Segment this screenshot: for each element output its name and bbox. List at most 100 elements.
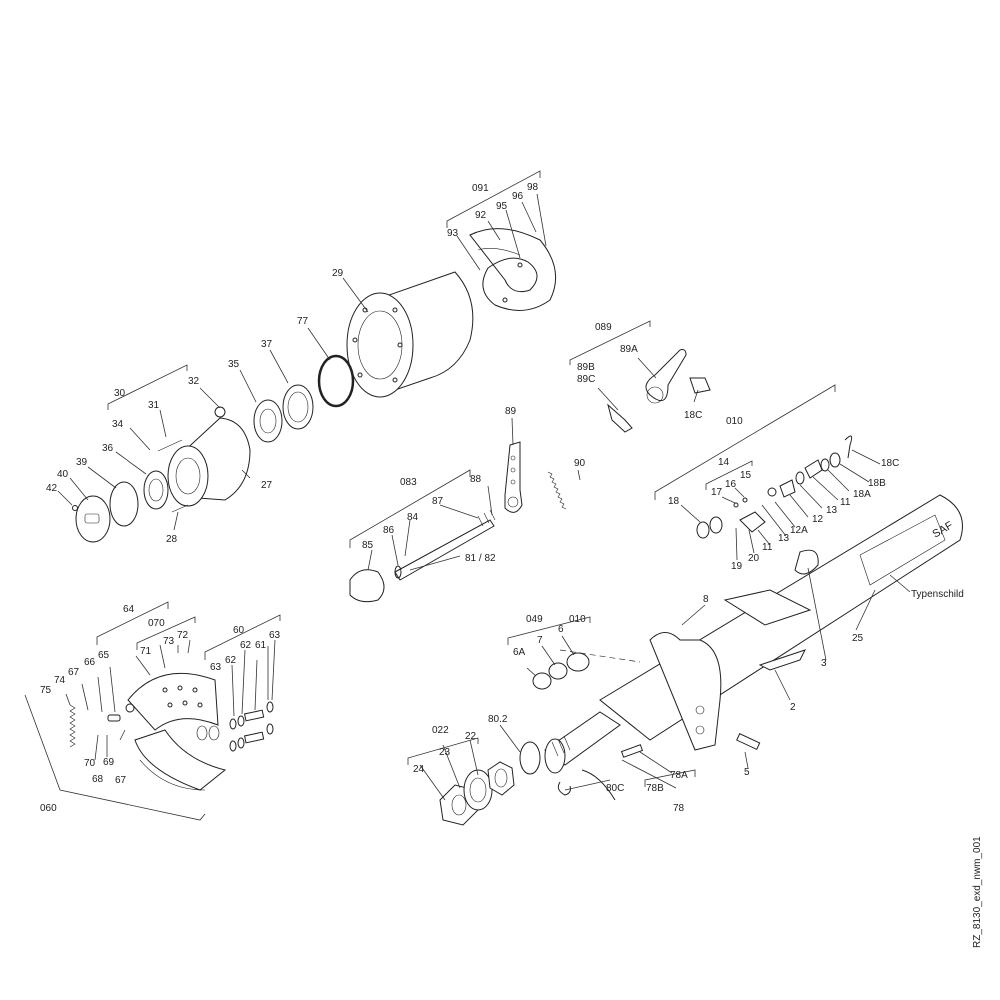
seal-ring xyxy=(317,354,355,408)
label-65: 65 xyxy=(98,650,110,661)
label-78B: 78B xyxy=(646,783,664,794)
label-67-a: 67 xyxy=(68,667,80,678)
label-091: 091 xyxy=(472,183,489,194)
label-010-a: 010 xyxy=(726,416,743,427)
label-3: 3 xyxy=(821,658,827,669)
label-72: 72 xyxy=(177,630,189,641)
bracket-14 xyxy=(705,460,753,490)
label-66: 66 xyxy=(84,657,96,668)
label-5: 5 xyxy=(744,767,750,778)
label-18C-a: 18C xyxy=(684,410,702,421)
label-089: 089 xyxy=(595,322,612,333)
assembly-brackets xyxy=(24,170,836,821)
label-88: 88 xyxy=(470,474,482,485)
pin-66 xyxy=(107,714,121,722)
label-61: 61 xyxy=(255,640,267,651)
label-31: 31 xyxy=(148,400,160,411)
slack-adjuster xyxy=(607,349,711,433)
bracket-070 xyxy=(136,616,196,650)
label-35: 35 xyxy=(228,359,240,370)
label-62-b: 62 xyxy=(225,655,237,666)
brake-shoe-lower xyxy=(134,729,227,791)
label-7: 7 xyxy=(537,635,543,646)
label-74: 74 xyxy=(54,675,66,686)
lock-pins-78 xyxy=(581,744,644,801)
label-060: 060 xyxy=(40,803,57,814)
gasket-39 xyxy=(109,481,139,527)
label-81-82: 81 / 82 xyxy=(465,553,496,564)
axle-nut-set xyxy=(439,741,571,826)
label-30: 30 xyxy=(114,388,126,399)
nameplate-label: Typenschild xyxy=(911,589,964,600)
label-13-a: 13 xyxy=(826,505,838,516)
label-70: 70 xyxy=(84,758,96,769)
label-40: 40 xyxy=(57,469,69,480)
label-18B: 18B xyxy=(868,478,886,489)
part-labels: 091 98 96 95 92 93 29 77 37 35 32 30 31 … xyxy=(40,182,964,814)
label-6A: 6A xyxy=(513,647,526,658)
label-39: 39 xyxy=(76,457,88,468)
label-18C-b: 18C xyxy=(881,458,899,469)
label-69: 69 xyxy=(103,757,115,768)
label-78: 78 xyxy=(673,803,685,814)
label-64: 64 xyxy=(123,604,135,615)
hub-cap xyxy=(75,495,111,543)
label-62-a: 62 xyxy=(240,640,252,651)
bracket-083 xyxy=(349,469,471,548)
bracket-64 xyxy=(96,601,169,645)
label-68: 68 xyxy=(92,774,104,785)
bearing-36 xyxy=(143,470,169,510)
bolt-5 xyxy=(736,733,761,751)
bracket-78 xyxy=(644,769,696,787)
bearing-35 xyxy=(253,399,283,443)
label-25: 25 xyxy=(852,633,864,644)
bracket-022 xyxy=(407,737,479,765)
label-84: 84 xyxy=(407,512,419,523)
label-71: 71 xyxy=(140,646,152,657)
label-27: 27 xyxy=(261,480,273,491)
axle-beam xyxy=(559,494,963,751)
label-89A: 89A xyxy=(620,344,638,355)
screw-42 xyxy=(72,505,78,511)
label-75: 75 xyxy=(40,685,52,696)
label-083: 083 xyxy=(400,477,417,488)
bracket-049 xyxy=(507,616,591,645)
brake-drum xyxy=(346,271,474,398)
label-29: 29 xyxy=(332,268,344,279)
label-010-b: 010 xyxy=(569,614,586,625)
label-13-b: 13 xyxy=(778,533,790,544)
label-36: 36 xyxy=(102,443,114,454)
label-96: 96 xyxy=(512,191,524,202)
lever-89 xyxy=(504,441,523,513)
label-16: 16 xyxy=(725,479,737,490)
label-90: 90 xyxy=(574,458,586,469)
label-12: 12 xyxy=(812,514,824,525)
label-12A: 12A xyxy=(790,525,808,536)
label-022: 022 xyxy=(432,725,449,736)
label-80-2: 80.2 xyxy=(488,714,508,725)
label-67-b: 67 xyxy=(115,775,127,786)
label-24: 24 xyxy=(413,764,425,775)
label-87: 87 xyxy=(432,496,444,507)
bushings-049 xyxy=(532,652,590,690)
label-60: 60 xyxy=(233,625,245,636)
label-89B: 89B xyxy=(577,362,595,373)
label-77: 77 xyxy=(297,316,309,327)
label-32: 32 xyxy=(188,376,200,387)
label-19: 19 xyxy=(731,561,743,572)
bracket-060 xyxy=(24,694,206,821)
label-18: 18 xyxy=(668,496,680,507)
label-93: 93 xyxy=(447,228,459,239)
bracket-30 xyxy=(107,364,188,410)
label-78A: 78A xyxy=(670,770,688,781)
leader-lines xyxy=(57,193,911,801)
label-92: 92 xyxy=(475,210,487,221)
label-17: 17 xyxy=(711,487,723,498)
bearing-37 xyxy=(282,384,314,430)
label-6: 6 xyxy=(558,624,564,635)
label-63-a: 63 xyxy=(269,630,281,641)
label-42: 42 xyxy=(46,483,58,494)
s-cam-shaft xyxy=(349,509,496,603)
label-86: 86 xyxy=(383,525,395,536)
